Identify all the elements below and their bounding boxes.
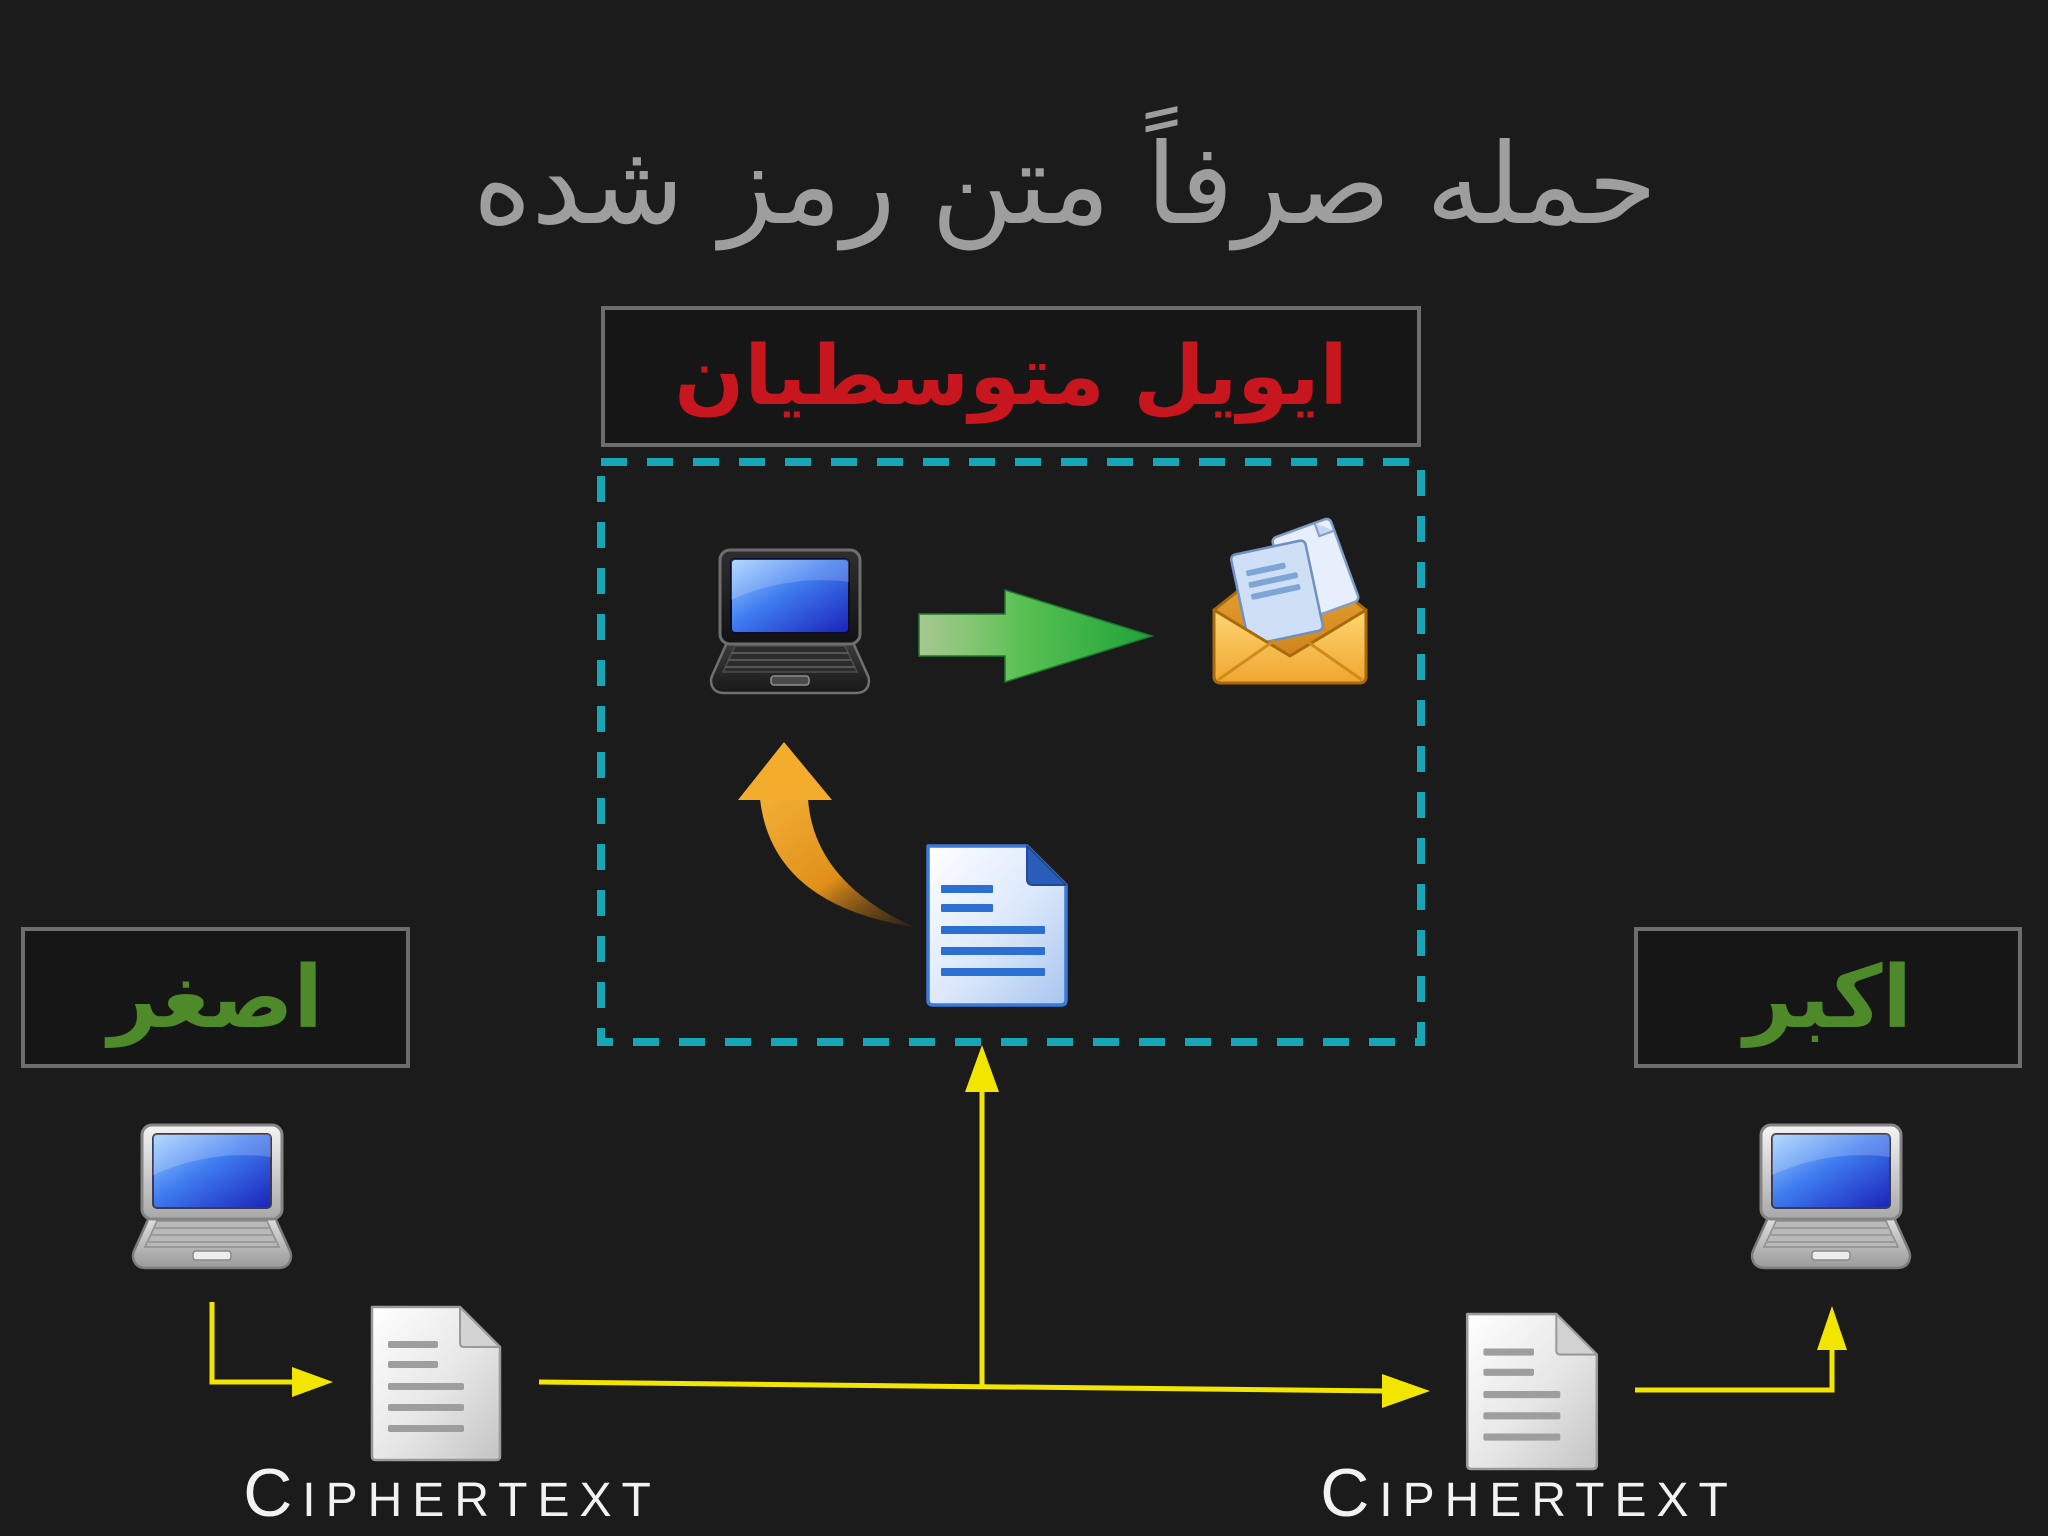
attacker-name: ایویل متوسطیان: [674, 329, 1348, 424]
sender-name: اصغر: [108, 947, 323, 1048]
attacker-zone: [597, 458, 1425, 1046]
receiver-name: اکبر: [1743, 947, 1913, 1048]
ciphertext-document-icon-right: [1465, 1312, 1599, 1471]
interception-arrow: [965, 1045, 999, 1386]
envelope-icon: [1212, 516, 1368, 685]
ciphertext-label-right: Ciphertext: [1320, 1455, 1738, 1531]
slide-title: حمله صرفاً متن رمز شده: [472, 120, 1658, 250]
attacker-laptop-icon: [709, 548, 871, 695]
sender-name-box: اصغر: [21, 927, 410, 1068]
ciphertext-channel-arrow: [538, 1374, 1430, 1408]
plaintext-document-icon: [926, 844, 1068, 1007]
ciphertext-label-left: Ciphertext: [243, 1455, 661, 1531]
orange-curved-arrow-icon: [738, 742, 914, 927]
sender-to-ciphertext-arrow: [209, 1302, 333, 1397]
ciphertext-to-receiver-arrow: [1635, 1306, 1847, 1393]
ciphertext-document-icon-left: [370, 1305, 502, 1462]
sender-laptop-icon: [131, 1123, 293, 1270]
receiver-laptop-icon: [1750, 1123, 1912, 1270]
receiver-name-box: اکبر: [1634, 927, 2022, 1068]
attacker-name-box: ایویل متوسطیان: [601, 306, 1421, 447]
green-right-arrow-icon: [918, 588, 1155, 684]
